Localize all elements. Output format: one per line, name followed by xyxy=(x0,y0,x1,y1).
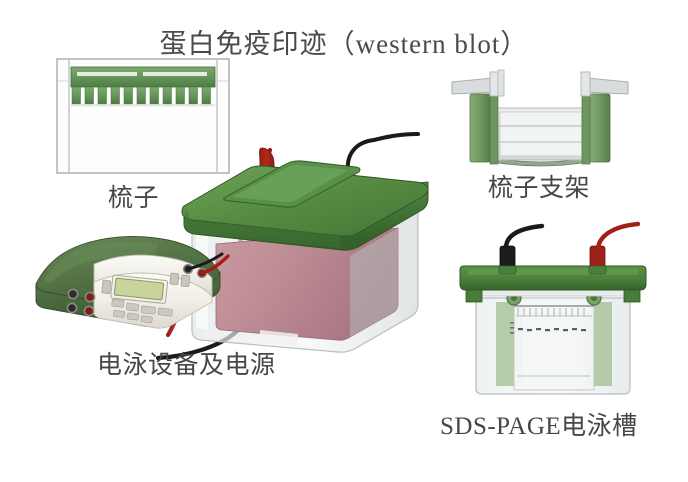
comb-tooth xyxy=(123,86,133,105)
keypad-key xyxy=(113,310,126,318)
keypad-key xyxy=(140,305,156,315)
keypad-key xyxy=(157,307,173,317)
panel-button-right-a xyxy=(169,272,180,285)
sds-black-electrode xyxy=(498,223,545,275)
jack-black xyxy=(67,288,79,300)
power-supply-top-highlight xyxy=(44,241,158,284)
keypad xyxy=(111,298,173,317)
holder-clamp-right-stem xyxy=(580,71,591,97)
comb-spine-highlight-right xyxy=(143,72,207,76)
comb-label: 梳子 xyxy=(108,185,160,212)
sds-band xyxy=(518,328,523,331)
page-title: 蛋白免疫印迹（western blot） xyxy=(159,29,529,59)
sds-sample-wells xyxy=(517,308,585,316)
comb-tooth xyxy=(201,86,211,105)
sds-lid-skirt-right xyxy=(623,289,641,303)
holder-post-right-inner xyxy=(581,89,591,165)
keypad-key xyxy=(126,302,140,312)
gel-comb-illustration xyxy=(55,55,240,180)
sds-marker-ladder xyxy=(510,322,514,334)
panel-button-right-b xyxy=(180,274,191,287)
sds-red-electrode xyxy=(588,221,641,275)
comb-tooth xyxy=(71,86,81,105)
gel-core-notch xyxy=(260,330,298,346)
comb-teeth xyxy=(71,86,211,105)
holder-post-left-inner xyxy=(489,89,499,165)
comb-tooth xyxy=(110,86,120,105)
sds-red-plug-collar xyxy=(588,265,607,275)
comb-tooth xyxy=(175,86,185,105)
holder-center-stem xyxy=(497,69,505,97)
sds-black-cable xyxy=(503,223,545,251)
output-jacks-left xyxy=(66,288,96,317)
tank-inner-right xyxy=(350,228,398,337)
comb-tooth xyxy=(188,86,198,105)
comb-tooth xyxy=(136,86,146,105)
sds-page-tank-label: SDS-PAGE电泳槽 xyxy=(440,413,638,440)
keypad-key xyxy=(126,312,139,321)
power-supply-label: 电泳设备及电源 xyxy=(97,352,276,379)
keypad-key xyxy=(140,315,153,324)
sds-lid-skirt-left xyxy=(465,289,483,303)
sds-band xyxy=(572,328,577,331)
tank-lid-handle-highlight xyxy=(232,164,348,203)
comb-tooth xyxy=(149,86,159,105)
comb-holder-illustration xyxy=(440,62,640,177)
sds-page-tank-illustration xyxy=(458,221,648,405)
keypad-row-2 xyxy=(113,310,153,324)
comb-shadow xyxy=(71,104,215,107)
sds-protein-bands xyxy=(518,328,586,332)
comb-spine-highlight-left xyxy=(77,72,137,76)
lcd-display xyxy=(113,277,165,301)
sds-band xyxy=(581,329,586,332)
sds-band xyxy=(563,329,568,332)
jack-red xyxy=(84,291,96,303)
power-supply-red-lead xyxy=(200,254,230,275)
holder-post-right xyxy=(589,93,611,163)
comb-tooth xyxy=(97,86,107,105)
buffer-tank-illustration xyxy=(150,120,450,361)
lcd-display-bezel xyxy=(110,274,169,304)
sds-band xyxy=(554,328,559,331)
sds-black-plug-collar xyxy=(498,265,517,275)
sds-band xyxy=(536,328,541,331)
panel-button-left xyxy=(101,279,112,294)
glass-plate-front xyxy=(499,111,583,157)
power-supply-black-lead xyxy=(186,252,224,271)
tank-lid-edge-highlight xyxy=(184,208,340,248)
sds-tank-lid-highlight xyxy=(468,269,638,275)
power-supply-illustration xyxy=(32,222,230,342)
comb-spine xyxy=(70,66,216,88)
holder-post-left xyxy=(469,93,491,163)
comb-tooth xyxy=(162,86,172,105)
comb-tooth xyxy=(84,86,94,105)
black-cable-upper-tail xyxy=(372,132,420,142)
sds-band xyxy=(545,329,550,332)
sds-red-cable xyxy=(595,221,641,251)
jack-black xyxy=(66,302,78,314)
jack-red xyxy=(83,305,95,317)
comb-holder-label: 梳子支架 xyxy=(488,175,591,202)
keypad-key xyxy=(111,298,125,308)
sds-band xyxy=(527,329,532,332)
